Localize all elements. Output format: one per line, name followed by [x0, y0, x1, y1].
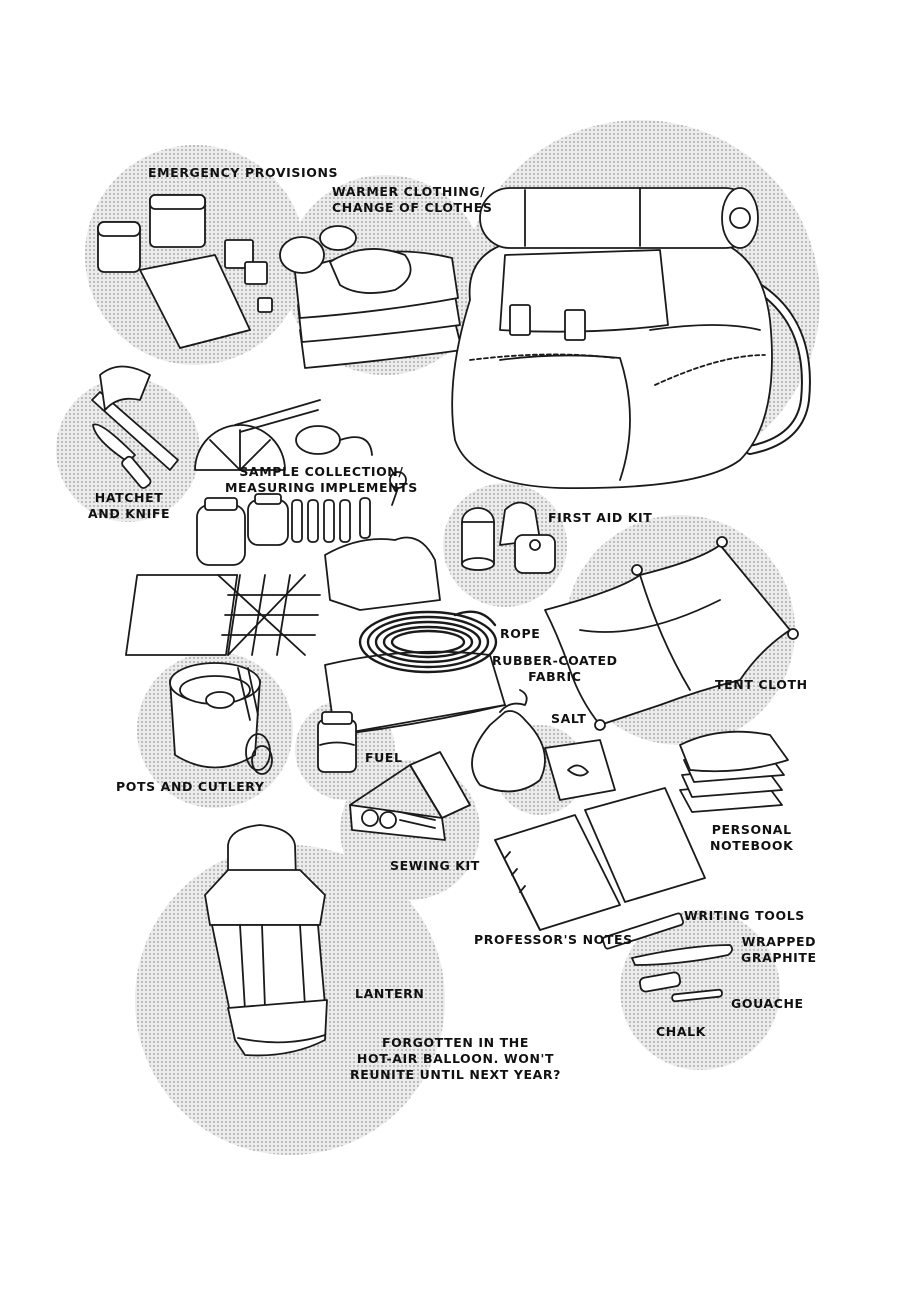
sample-jar-1: [196, 504, 246, 566]
compass: [295, 425, 341, 455]
fuel-jar: [317, 719, 357, 773]
sample-collection-items: [125, 399, 441, 656]
label-sample-collection: SAMPLE COLLECTION/ MEASURING IMPLEMENTS: [225, 464, 418, 496]
label-notebook-line-1: PERSONAL: [711, 822, 792, 837]
salt-item: [471, 689, 616, 801]
fuel-item: [317, 711, 357, 773]
first-aid-items: [461, 501, 556, 574]
label-note-line-2: HOT-AIR BALLOON. WON'T: [356, 1051, 555, 1066]
sample-pouches: [324, 536, 441, 611]
notebook-top: [679, 730, 789, 773]
personal-notebook-item: [679, 730, 789, 813]
lantern-base: [227, 999, 328, 1057]
label-note-line-3: REUNITE UNTIL NEXT YEAR?: [350, 1067, 562, 1082]
label-tent-cloth: TENT CLOTH: [715, 677, 808, 692]
label-warmer-clothing-line-2: CHANGE OF CLOTHES: [332, 200, 493, 215]
label-sample-line-2: MEASURING IMPLEMENTS: [225, 480, 418, 495]
label-professors-notes: PROFESSOR'S NOTES: [474, 932, 633, 947]
label-emergency-provisions: EMERGENCY PROVISIONS: [148, 165, 339, 180]
label-rubber-coated-fabric: RUBBER-COATED FABRIC: [492, 653, 618, 685]
label-graphite-line-1: WRAPPED: [741, 934, 817, 949]
sewing-kit-item: [349, 751, 471, 841]
label-salt: SALT: [551, 711, 587, 726]
label-rubber-line-1: RUBBER-COATED: [492, 653, 618, 668]
tent-cloth-item: [544, 536, 799, 731]
lantern-item: [204, 824, 328, 1057]
wrapped-graphite: [631, 944, 733, 966]
salt-bag: [471, 710, 546, 793]
label-notebook-line-2: NOTEBOOK: [710, 838, 794, 853]
label-rope: ROPE: [500, 626, 541, 641]
hatchet-and-knife-items: [91, 365, 179, 489]
label-writing-tools: WRITING TOOLS: [684, 908, 805, 923]
label-gouache: GOUACHE: [731, 996, 804, 1011]
calipers: [234, 399, 321, 433]
label-first-aid-kit: FIRST AID KIT: [548, 510, 653, 525]
lantern-top: [204, 869, 326, 926]
label-note-line-1: FORGOTTEN IN THE: [382, 1035, 529, 1050]
backpack-buckle-right: [564, 309, 586, 341]
sample-jar-2: [247, 499, 289, 546]
label-hatchet-line-1: HATCHET: [94, 490, 164, 505]
label-lantern-note: FORGOTTEN IN THE HOT-AIR BALLOON. WON'T …: [350, 1035, 561, 1083]
label-sewing-kit: SEWING KIT: [390, 858, 480, 873]
pot-body: [169, 679, 261, 769]
label-personal-notebook: PERSONAL NOTEBOOK: [710, 822, 793, 854]
label-wrapped-graphite: WRAPPED GRAPHITE: [741, 934, 817, 966]
label-sample-line-1: SAMPLE COLLECTION/: [239, 464, 404, 479]
gouache: [671, 988, 723, 1003]
knife-handle: [121, 455, 152, 489]
label-chalk: CHALK: [656, 1024, 706, 1039]
tone-writing: [620, 910, 780, 1070]
backpack-buckle-left: [509, 304, 531, 336]
clothing-roll: [279, 236, 325, 274]
bedroll: [479, 187, 756, 249]
lantern-glass: [211, 924, 326, 1013]
label-lantern: LANTERN: [355, 986, 425, 1001]
label-hatchet-and-knife: HATCHET AND KNIFE: [88, 490, 170, 522]
chalk: [638, 971, 682, 993]
label-warmer-clothing: WARMER CLOTHING/ CHANGE OF CLOTHES: [332, 184, 493, 216]
writing-tools-items: [602, 912, 733, 1003]
tone-provisions: [85, 145, 305, 365]
pencil: [602, 912, 684, 950]
tube-1: [291, 499, 303, 543]
emergency-provisions-items: [97, 194, 273, 349]
first-aid-tin: [514, 534, 556, 574]
label-graphite-line-2: GRAPHITE: [741, 950, 817, 965]
hatchet-handle: [91, 391, 179, 471]
label-hatchet-line-2: AND KNIFE: [88, 506, 171, 521]
label-warmer-clothing-line-1: WARMER CLOTHING/: [332, 184, 486, 199]
notes-book-right: [584, 787, 706, 903]
lantern-cap: [227, 824, 297, 881]
label-fuel: FUEL: [365, 750, 403, 765]
pots-and-cutlery-items: [169, 662, 273, 775]
hatchet-head: [99, 365, 151, 411]
professors-notes-item: [494, 787, 706, 931]
cracker: [224, 239, 254, 269]
backpack-item: [451, 187, 811, 490]
label-rubber-line-2: FABRIC: [528, 669, 582, 684]
rope-coil: [358, 610, 498, 674]
label-pots-and-cutlery: POTS AND CUTLERY: [116, 779, 265, 794]
warmer-clothing-items: [279, 225, 463, 369]
sample-grid: [125, 574, 321, 656]
rope-item: [358, 610, 498, 674]
